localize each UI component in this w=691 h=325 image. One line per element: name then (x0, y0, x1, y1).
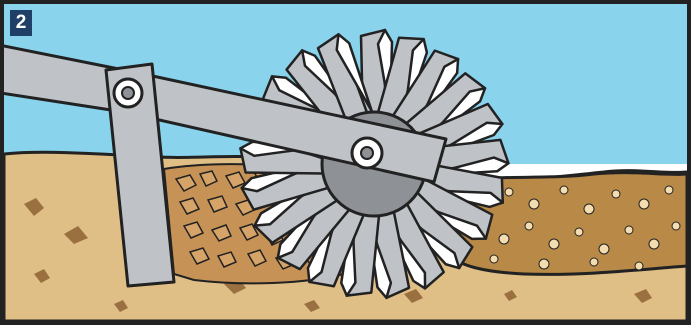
pivot-pin-left (112, 77, 144, 109)
pivot-pin-hub (350, 136, 384, 170)
gravel-bank (447, 171, 687, 276)
support-leg (104, 62, 176, 288)
tunnel-boring-scene (4, 4, 687, 321)
soil-rocks (24, 198, 652, 312)
panel-number-badge: 2 (10, 10, 32, 36)
